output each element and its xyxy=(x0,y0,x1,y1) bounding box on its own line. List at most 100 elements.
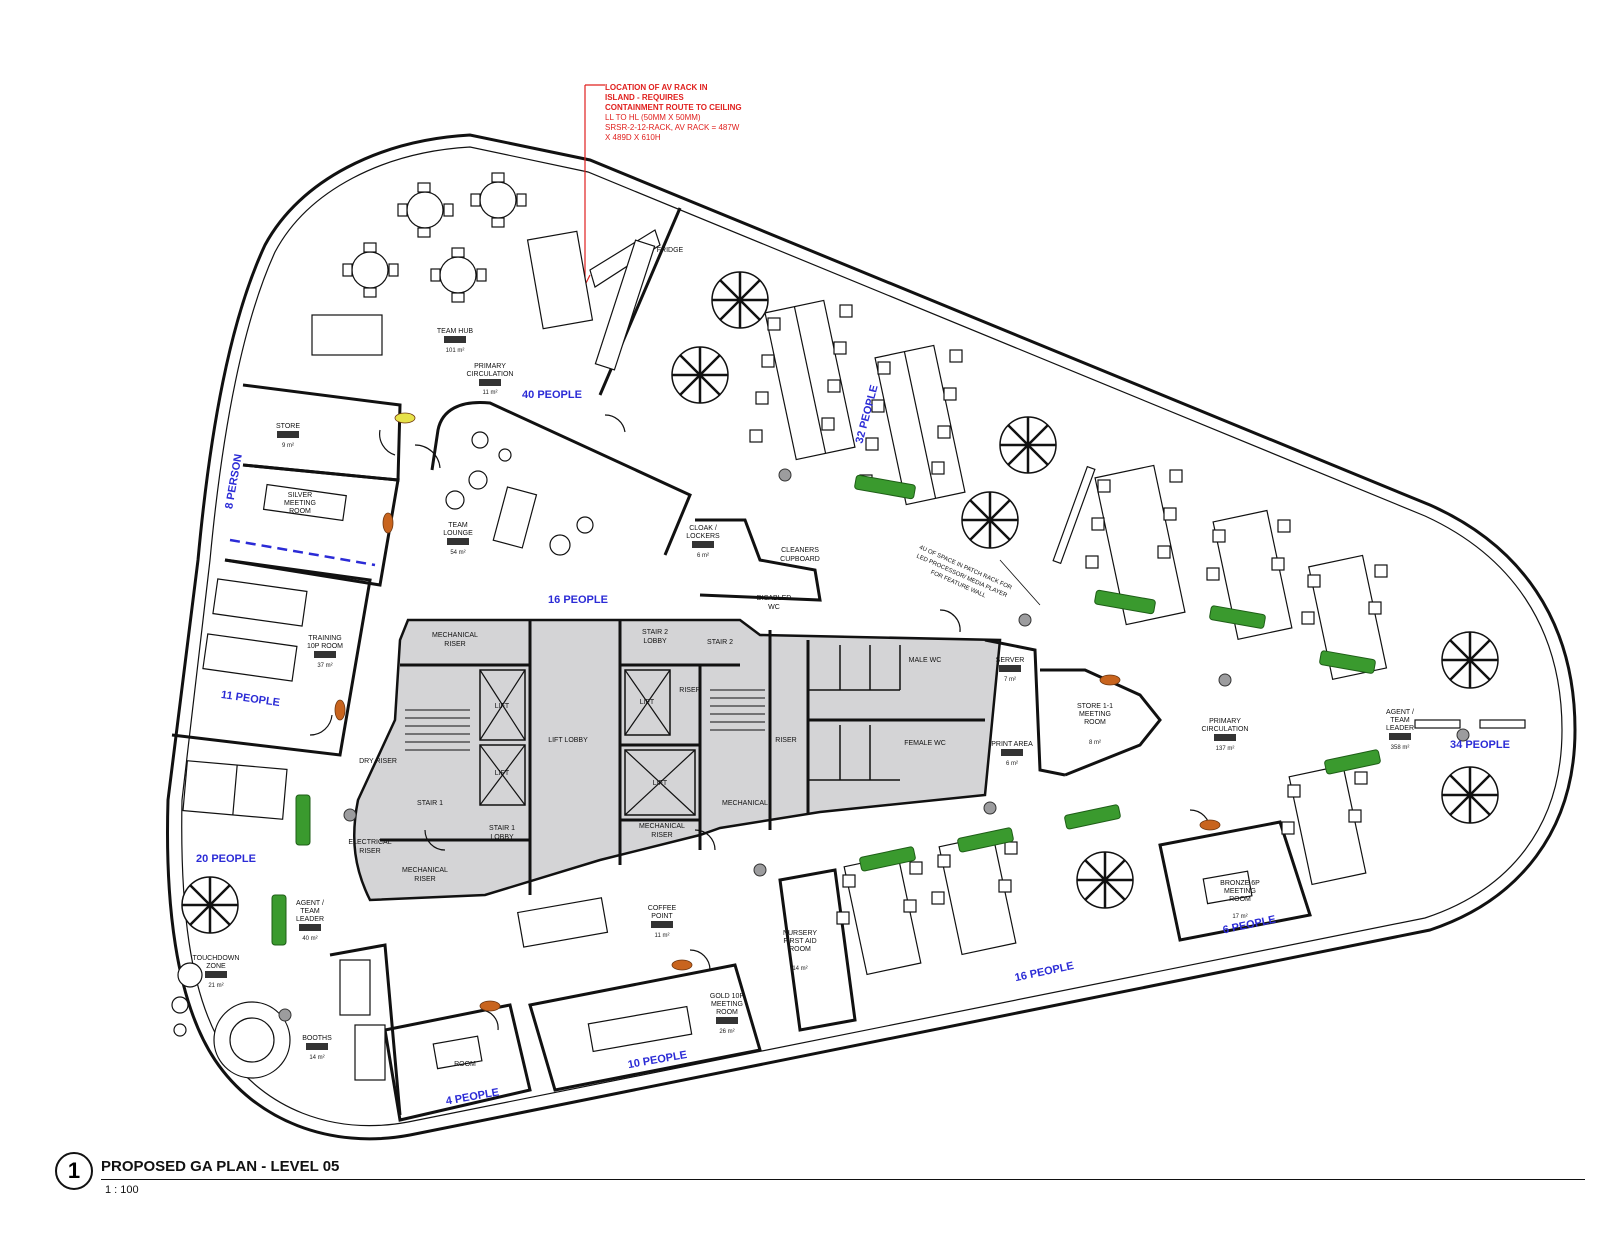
door-markers xyxy=(334,412,1221,1012)
room-coffee-point: COFFEE POINT 11 m² xyxy=(648,905,677,939)
svg-text:TOUCHDOWN: TOUCHDOWN xyxy=(193,955,240,962)
title-underline xyxy=(101,1179,1585,1180)
room-store-meeting: STORE 1-1 MEETING ROOM 8 m² xyxy=(1077,703,1113,746)
svg-text:CLEANERS: CLEANERS xyxy=(781,547,819,554)
kitchen-counter xyxy=(594,239,656,371)
svg-text:CIRCULATION: CIRCULATION xyxy=(1202,726,1249,733)
svg-text:CUPBOARD: CUPBOARD xyxy=(780,556,820,563)
stair-2-treads xyxy=(710,689,765,731)
svg-text:RISER: RISER xyxy=(359,848,380,855)
planters xyxy=(271,474,1381,946)
room-lift-lobby: LIFT LOBBY xyxy=(548,737,588,744)
occupancy-label: 8 PERSON xyxy=(223,453,244,510)
lounge-counter xyxy=(430,400,692,556)
svg-text:COFFEE: COFFEE xyxy=(648,905,677,912)
occupancy-label: 20 PEOPLE xyxy=(196,853,256,865)
svg-text:ZONE: ZONE xyxy=(206,963,226,970)
svg-text:CIRCULATION: CIRCULATION xyxy=(467,371,514,378)
svg-text:TEAM: TEAM xyxy=(448,522,468,529)
svg-text:STORE: STORE xyxy=(276,423,300,430)
round-tables xyxy=(171,181,594,1079)
svg-text:TEAM HUB: TEAM HUB xyxy=(437,328,474,335)
occupancy-label: 34 PEOPLE xyxy=(1450,739,1510,751)
svg-text:AGENT /: AGENT / xyxy=(296,900,324,907)
svg-text:LEADER: LEADER xyxy=(296,916,324,923)
svg-text:ROOM: ROOM xyxy=(789,946,811,953)
svg-text:40 m²: 40 m² xyxy=(302,936,317,942)
svg-text:RISER: RISER xyxy=(414,876,435,883)
room-team-hub: TEAM HUB 101 m² xyxy=(437,328,474,354)
room-4p-walls xyxy=(383,1003,532,1122)
room-store: STORE 9 m² xyxy=(276,423,300,449)
svg-text:SILVER: SILVER xyxy=(288,492,312,499)
lift-shaft xyxy=(479,744,526,806)
svg-text:POINT: POINT xyxy=(651,913,673,920)
patch-note-line: LED PROCESSOR/ MEDIA PLAYER xyxy=(915,554,1008,600)
lift-label: LIFT xyxy=(495,703,510,710)
lift-label: LIFT xyxy=(495,770,510,777)
room-stair1: STAIR 1 xyxy=(417,800,443,807)
room-training: TRAINING 10P ROOM 37 m² xyxy=(307,635,343,669)
svg-text:SERVER: SERVER xyxy=(996,657,1025,664)
drawing-title-block: 1 PROPOSED GA PLAN - LEVEL 05 1 : 100 xyxy=(55,1152,1595,1227)
room-touchdown-zone: TOUCHDOWN ZONE 21 m² xyxy=(193,955,240,989)
lift-cross xyxy=(624,669,671,736)
room-4p: ROOM xyxy=(454,1061,476,1068)
svg-text:101 m²: 101 m² xyxy=(446,348,465,354)
lift-cross xyxy=(624,749,696,816)
lift-shaft xyxy=(624,669,671,736)
room-gold-meeting: GOLD 10P MEETING ROOM 26 m² xyxy=(710,993,745,1035)
svg-text:14 m²: 14 m² xyxy=(792,966,807,972)
svg-text:STAIR 2: STAIR 2 xyxy=(642,629,668,636)
patch-rack-note: 4U OF SPACE IN PATCH RACK FOR LED PROCES… xyxy=(915,545,1013,600)
booth-walls xyxy=(329,943,402,1116)
room-riser: RISER xyxy=(679,687,700,694)
silver-meeting-walls xyxy=(224,463,400,587)
lift-label: LIFT xyxy=(653,780,668,787)
occupancy-label: 11 PEOPLE xyxy=(220,689,280,709)
svg-text:PRIMARY: PRIMARY xyxy=(474,363,506,370)
gold-room-walls xyxy=(528,963,762,1092)
svg-text:GOLD 10P: GOLD 10P xyxy=(710,993,745,1000)
svg-text:ROOM: ROOM xyxy=(716,1009,738,1016)
occupancy-label: 40 PEOPLE xyxy=(522,389,582,401)
svg-text:TRAINING: TRAINING xyxy=(308,635,341,642)
svg-text:MECHANICAL: MECHANICAL xyxy=(639,823,685,830)
svg-text:AGENT /: AGENT / xyxy=(1386,709,1414,716)
team-hub-table xyxy=(311,314,383,356)
svg-text:BRONZE 6P: BRONZE 6P xyxy=(1220,880,1260,887)
svg-text:STAIR 1: STAIR 1 xyxy=(489,825,515,832)
room-primary-circulation: PRIMARY CIRCULATION 11 m² xyxy=(467,363,514,396)
svg-text:LOBBY: LOBBY xyxy=(490,834,514,841)
svg-text:6 m²: 6 m² xyxy=(1006,761,1018,767)
room-primary-circulation-east: PRIMARY CIRCULATION 137 m² xyxy=(1202,718,1249,752)
room-print-area: PRINT AREA 6 m² xyxy=(991,741,1033,767)
svg-text:RISER: RISER xyxy=(651,832,672,839)
svg-text:MECHANICAL: MECHANICAL xyxy=(402,867,448,874)
room-disabled-wc: DISABLED WC xyxy=(757,595,792,611)
booth-seats xyxy=(339,959,386,1081)
svg-text:ROOM: ROOM xyxy=(1229,896,1251,903)
lift-shaft xyxy=(624,749,696,816)
svg-text:54 m²: 54 m² xyxy=(450,550,465,556)
svg-text:21 m²: 21 m² xyxy=(208,983,223,989)
feature-wall xyxy=(1052,465,1096,565)
svg-text:WC: WC xyxy=(768,604,780,611)
room-agent-leader-west: AGENT / TEAM LEADER 40 m² xyxy=(296,900,324,942)
svg-text:9 m²: 9 m² xyxy=(282,443,294,449)
av-rack-note: LOCATION OF AV RACK IN ISLAND - REQUIRES… xyxy=(605,83,742,142)
room-dry-riser: DRY RISER xyxy=(359,758,397,765)
bronze-table xyxy=(1202,870,1253,905)
room-stair2: STAIR 2 xyxy=(707,639,733,646)
lift-shaft xyxy=(479,669,526,741)
training-desks xyxy=(202,578,308,682)
structural-columns xyxy=(278,468,1470,1022)
wc-cubicles xyxy=(808,645,901,781)
room-mechanical-riser-3: MECHANICAL RISER xyxy=(402,867,448,883)
lift-label: LIFT xyxy=(640,699,655,706)
patch-note-leader xyxy=(999,559,1041,606)
room-mechanical-riser: MECHANICAL RISER xyxy=(432,632,478,648)
svg-text:11 m²: 11 m² xyxy=(655,933,670,939)
room-stair2-lobby: STAIR 2 LOBBY xyxy=(642,629,668,645)
